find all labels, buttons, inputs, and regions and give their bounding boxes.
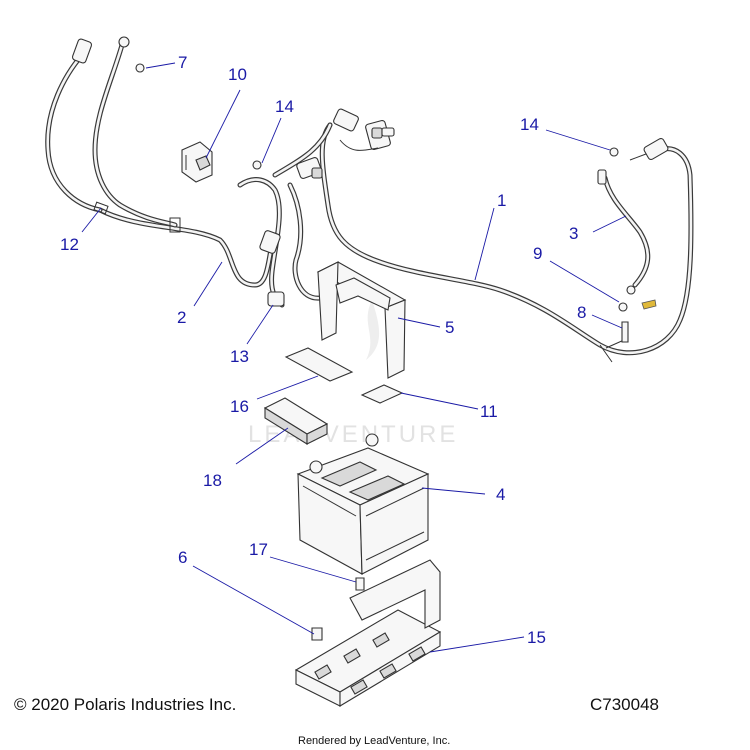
bolt-17 xyxy=(355,577,365,591)
callout-11[interactable]: 11 xyxy=(480,402,498,421)
nut-9 xyxy=(618,302,628,312)
callout-14-right[interactable]: 14 xyxy=(520,115,539,134)
callout-5[interactable]: 5 xyxy=(445,318,454,337)
bolt-8 xyxy=(621,321,629,343)
callout-1[interactable]: 1 xyxy=(497,191,506,210)
nut-7 xyxy=(135,63,145,73)
callout-15[interactable]: 15 xyxy=(527,628,546,647)
callout-12[interactable]: 12 xyxy=(60,235,79,254)
battery-hold-down-bracket xyxy=(316,261,407,379)
relay-bracket xyxy=(181,141,213,183)
copyright-text: © 2020 Polaris Industries Inc. xyxy=(14,695,236,714)
callout-10[interactable]: 10 xyxy=(228,65,247,84)
callout-17[interactable]: 17 xyxy=(249,540,268,559)
callouts: 1 2 3 4 5 6 7 8 9 10 11 12 13 14 14 15 1… xyxy=(60,53,586,647)
callout-9[interactable]: 9 xyxy=(533,244,542,263)
harness-left xyxy=(97,122,333,308)
terminal-boot-18 xyxy=(263,397,329,445)
callout-7[interactable]: 7 xyxy=(178,53,187,72)
pad-16 xyxy=(284,347,354,382)
callout-8[interactable]: 8 xyxy=(577,303,586,322)
main-harness xyxy=(319,108,694,363)
callout-6[interactable]: 6 xyxy=(178,548,187,567)
callout-2[interactable]: 2 xyxy=(177,308,186,327)
callout-13[interactable]: 13 xyxy=(230,347,249,366)
battery-tray xyxy=(294,559,442,707)
pad-11 xyxy=(360,384,404,404)
bolt-6 xyxy=(311,627,323,641)
callout-3[interactable]: 3 xyxy=(569,224,578,243)
callout-4[interactable]: 4 xyxy=(496,485,505,504)
harness-loom-left xyxy=(45,36,181,233)
watermark-logo: LEADVENTURE xyxy=(248,300,455,448)
battery xyxy=(296,433,430,575)
callout-14-left[interactable]: 14 xyxy=(275,97,294,116)
brass-bolt xyxy=(641,299,657,310)
battery-cable-negative xyxy=(597,169,651,295)
leader-lines xyxy=(81,62,627,653)
callout-18[interactable]: 18 xyxy=(203,471,222,490)
callout-16[interactable]: 16 xyxy=(230,397,249,416)
nut-14-left xyxy=(252,160,262,170)
nut-14-right xyxy=(609,147,619,157)
rendered-by-text: Rendered by LeadVenture, Inc. xyxy=(298,735,450,747)
diagram-code: C730048 xyxy=(590,695,659,714)
